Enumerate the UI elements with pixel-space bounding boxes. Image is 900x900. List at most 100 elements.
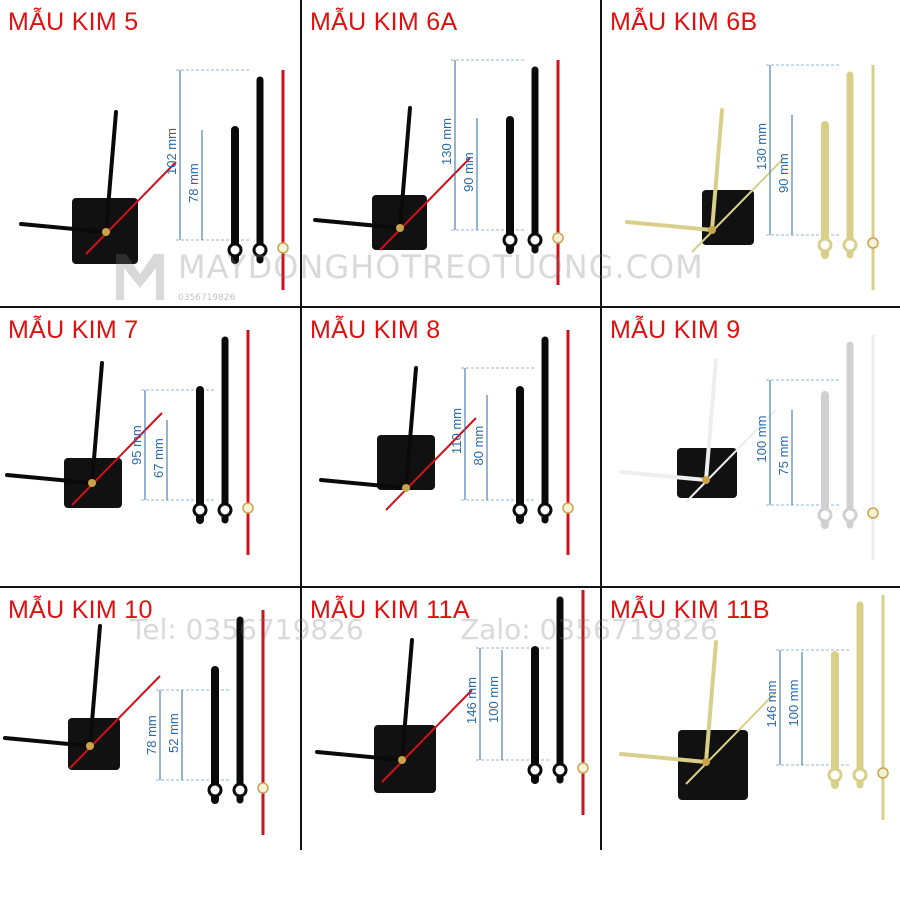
hand-cap (277, 242, 289, 254)
hour-hand (313, 218, 402, 230)
minute-hand (104, 110, 118, 234)
second-hand (69, 675, 161, 769)
divider-horizontal (0, 306, 900, 308)
center-cap (708, 226, 716, 234)
minute-hand (398, 106, 412, 230)
brand-logo-icon (116, 254, 164, 300)
dimension-label-long: 130 mm (754, 123, 769, 170)
hand-ring (842, 237, 858, 253)
minute-hand (704, 640, 718, 764)
dimension-label-short: 75 mm (776, 436, 791, 476)
second-hand (381, 689, 473, 783)
hand-ring (192, 502, 208, 518)
second-hand (685, 691, 777, 785)
hand-ring (207, 782, 223, 798)
minute-hand (400, 638, 414, 762)
product-cell-kim-8: 110 mm 80 mm MẪU KIM 8 (302, 308, 602, 598)
minute-hand (704, 358, 718, 482)
center-cap (702, 476, 710, 484)
hand-cap (242, 502, 254, 514)
second-hand (85, 161, 177, 255)
center-cap (88, 479, 96, 487)
second-hand (685, 409, 777, 503)
dimension-label-long: 102 mm (164, 128, 179, 175)
product-title: MẪU KIM 9 (610, 316, 741, 344)
hand-cap (562, 502, 574, 514)
center-cap (396, 224, 404, 232)
clock-illustration: 130 mm 90 mm (625, 64, 879, 290)
center-cap (398, 756, 406, 764)
divider-horizontal (0, 586, 900, 588)
hand-ring (232, 782, 248, 798)
hand-ring (817, 507, 833, 523)
hand-ring (827, 767, 843, 783)
dimension-label-long: 110 mm (449, 408, 464, 454)
dimension-label-short: 100 mm (786, 680, 801, 727)
hand-ring (527, 232, 543, 248)
hand-ring (552, 762, 568, 778)
dimension-label-short: 67 mm (151, 438, 166, 478)
movement-box (377, 435, 435, 490)
dimension-label-short: 90 mm (776, 153, 791, 193)
hour-hand (3, 736, 92, 748)
center-cap (86, 742, 94, 750)
product-title: MẪU KIM 11A (310, 596, 470, 624)
dimension-label-short: 100 mm (486, 676, 501, 723)
minute-hand (404, 366, 418, 490)
hand-ring (527, 762, 543, 778)
hand-cap (552, 232, 564, 244)
hand-ring (537, 502, 553, 518)
center-cap (102, 228, 110, 236)
clock-illustration: 95 mm 67 mm (5, 330, 254, 555)
product-title: MẪU KIM 5 (8, 8, 139, 36)
movement-box (702, 190, 754, 245)
product-cell-kim-11b: 146 mm 100 mm MẪU KIM 11B (602, 588, 900, 878)
hand-ring (842, 507, 858, 523)
clock-illustration: 146 mm 100 mm (619, 595, 889, 820)
product-cell-kim-10: 78 mm 52 mm MẪU KIM 10 (0, 588, 300, 878)
product-title: MẪU KIM 8 (310, 316, 441, 344)
minute-hand (710, 108, 724, 232)
minute-hand (90, 361, 104, 485)
hour-hand (625, 220, 714, 232)
hand-ring (227, 242, 243, 258)
dimension-label-long: 146 mm (764, 681, 779, 728)
product-title: MẪU KIM 11B (610, 596, 770, 624)
hand-ring (817, 237, 833, 253)
dimension-label-long: 78 mm (144, 715, 159, 755)
product-cell-kim-5: 102 mm 78 mm MẪU KIM 5 (0, 0, 300, 290)
hour-hand (619, 752, 708, 764)
hand-ring (252, 242, 268, 258)
second-hand (71, 412, 163, 506)
clock-illustration: 110 mm 80 mm (319, 330, 574, 555)
second-hand (691, 159, 783, 253)
dimension-label-short: 52 mm (166, 713, 181, 753)
second-hand (385, 417, 477, 511)
clock-illustration: 100 mm 75 mm (619, 335, 879, 560)
movement-box (678, 730, 748, 800)
hand-cap (877, 767, 889, 779)
hand-ring (852, 767, 868, 783)
hour-hand (5, 473, 94, 485)
dimension-label-long: 95 mm (129, 425, 144, 465)
hand-cap (867, 237, 879, 249)
dimension-label-short: 78 mm (186, 163, 201, 203)
hand-ring (217, 502, 233, 518)
hand-ring (502, 232, 518, 248)
center-cap (702, 758, 710, 766)
hour-hand (319, 478, 408, 490)
dimension-label-short: 80 mm (471, 426, 486, 466)
hand-ring (512, 502, 528, 518)
dimension-label-long: 100 mm (754, 416, 769, 463)
hand-cap (867, 507, 879, 519)
product-title: MẪU KIM 10 (8, 596, 153, 624)
clock-illustration: 102 mm 78 mm (19, 69, 289, 290)
hour-hand (315, 750, 404, 762)
divider-vertical (600, 0, 602, 850)
